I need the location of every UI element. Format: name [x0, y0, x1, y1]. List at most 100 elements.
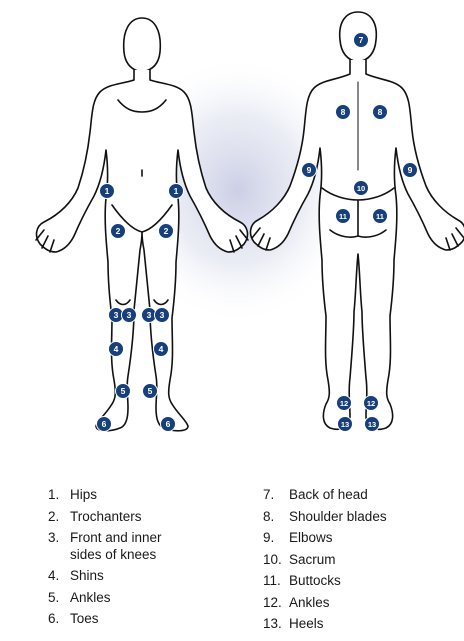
back-marker-elbow-right: 9 — [402, 162, 418, 178]
legend-number: 9. — [263, 530, 275, 545]
legend-number: 1. — [48, 487, 60, 502]
marker-number: 5 — [148, 386, 153, 396]
marker-number: 2 — [164, 226, 169, 236]
marker-dot — [115, 383, 131, 399]
front-marker-ankle-left: 5 — [115, 383, 131, 399]
front-marker-toe-left: 6 — [96, 416, 112, 432]
marker-dot — [153, 341, 169, 357]
legend-number: 3. — [48, 530, 60, 545]
back-marker-sacrum: 10 — [353, 180, 369, 196]
marker-dot — [301, 162, 317, 178]
legend-number: 7. — [263, 487, 275, 502]
front-marker-ankle-right: 5 — [142, 383, 158, 399]
front-marker-knee-2: 3 — [121, 307, 137, 323]
back-marker-heel-right: 13 — [364, 416, 380, 432]
marker-dot — [336, 395, 352, 411]
marker-dot — [168, 183, 184, 199]
legend-label: Ankles — [289, 594, 330, 610]
legend-item: 4. Shins — [48, 565, 190, 587]
legend-item: 10. Sacrum — [263, 549, 387, 571]
legend-item: 5. Ankles — [48, 587, 190, 609]
marker-number: 13 — [368, 420, 376, 429]
marker-number: 1 — [105, 186, 110, 196]
legend-label: Buttocks — [289, 573, 341, 588]
marker-number: 8 — [341, 107, 346, 117]
back-marker-heel-left: 13 — [337, 416, 353, 432]
marker-dot — [372, 208, 388, 224]
back-marker-shoulder-left: 8 — [335, 104, 351, 120]
legend-label: Shoulder blades — [289, 508, 387, 524]
back-marker-elbow-left: 9 — [301, 162, 317, 178]
legend-item: 7. Back of head — [263, 484, 387, 506]
legend-number: 4. — [48, 568, 60, 583]
marker-dot — [96, 416, 112, 432]
front-marker-trochanter-right: 2 — [158, 223, 174, 239]
legend-item: 11. Buttocks — [263, 570, 387, 592]
marker-number: 11 — [376, 212, 384, 221]
front-marker-shin-left: 4 — [108, 341, 124, 357]
marker-number: 4 — [114, 344, 119, 354]
marker-number: 12 — [340, 399, 348, 408]
front-marker-shin-right: 4 — [153, 341, 169, 357]
front-marker-hip-right: 1 — [168, 183, 184, 199]
marker-dot — [108, 341, 124, 357]
legend-item: 8. Shoulder blades — [263, 506, 387, 528]
legend-left-column: 1. Hips 2. Trochanters 3. Front and inne… — [48, 484, 190, 630]
front-marker-toe-right: 6 — [160, 416, 176, 432]
legend-item: 13. Heels — [263, 613, 387, 635]
marker-number: 7 — [359, 35, 364, 45]
legend-label: Shins — [70, 568, 104, 583]
marker-dot — [335, 104, 351, 120]
marker-number: 12 — [367, 399, 375, 408]
back-marker-ankle-left: 12 — [336, 395, 352, 411]
marker-dot — [99, 183, 115, 199]
marker-dot — [372, 104, 388, 120]
marker-number: 2 — [116, 226, 121, 236]
marker-number: 10 — [357, 184, 365, 193]
back-marker-buttock-right: 11 — [372, 208, 388, 224]
back-marker-shoulder-right: 8 — [372, 104, 388, 120]
marker-number: 3 — [147, 310, 152, 320]
marker-number: 13 — [341, 420, 349, 429]
legend-number: 10. — [263, 551, 282, 567]
back-marker-head: 7 — [353, 32, 369, 48]
legend-label: Elbows — [289, 530, 333, 545]
legend-label: Sacrum — [289, 551, 336, 567]
marker-dot — [158, 223, 174, 239]
marker-dot — [335, 208, 351, 224]
front-body-figure — [35, 17, 249, 432]
marker-number: 9 — [408, 165, 413, 175]
marker-number: 11 — [339, 212, 347, 221]
front-marker-trochanter-left: 2 — [110, 223, 126, 239]
back-marker-buttock-left: 11 — [335, 208, 351, 224]
legend-item: 9. Elbows — [263, 527, 387, 549]
legend-label: Ankles — [70, 589, 111, 605]
front-marker-hip-left: 1 — [99, 183, 115, 199]
back-body-figure — [249, 11, 464, 431]
legend-number: 8. — [263, 508, 275, 524]
marker-dot — [160, 416, 176, 432]
marker-dot — [402, 162, 418, 178]
marker-dot — [154, 307, 170, 323]
marker-dot — [364, 416, 380, 432]
marker-number: 3 — [160, 310, 165, 320]
front-marker-knee-4: 3 — [154, 307, 170, 323]
marker-dot — [353, 180, 369, 196]
marker-number: 6 — [102, 419, 107, 429]
marker-dot — [363, 395, 379, 411]
marker-number: 5 — [121, 386, 126, 396]
marker-dot — [121, 307, 137, 323]
marker-number: 4 — [159, 344, 164, 354]
marker-number: 3 — [114, 310, 119, 320]
legend-item: 2. Trochanters — [48, 506, 190, 528]
marker-number: 9 — [307, 165, 312, 175]
marker-number: 1 — [174, 186, 179, 196]
legend-item: 6. Toes — [48, 608, 190, 630]
marker-dot — [110, 223, 126, 239]
legend-number: 6. — [48, 611, 60, 626]
legend-label: Toes — [70, 611, 99, 626]
legend-number: 13. — [263, 616, 282, 631]
legend-label: Back of head — [289, 487, 368, 502]
legend-right-column: 7. Back of head 8. Shoulder blades 9. El… — [263, 484, 387, 635]
